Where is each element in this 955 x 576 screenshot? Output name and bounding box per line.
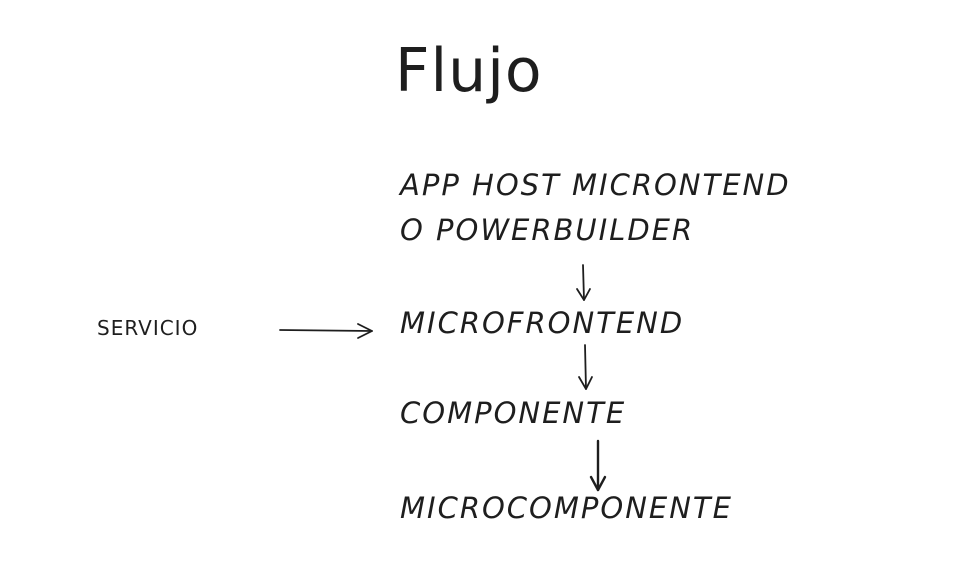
arrow-componente-to-microcomponente xyxy=(589,439,607,492)
node-microcomponente: MICROCOMPONENTE xyxy=(400,491,733,525)
arrow-servicio-to-microfrontend xyxy=(279,323,373,339)
diagram-title: Flujo xyxy=(395,36,543,106)
node-servicio: SERVICIO xyxy=(97,316,199,340)
arrow-microfrontend-to-componente xyxy=(578,344,593,390)
node-app-host-line1: APP HOST MICRONTEND xyxy=(400,168,791,202)
node-componente: COMPONENTE xyxy=(400,396,627,430)
node-app-host-line2: O POWERBUILDER xyxy=(400,213,695,247)
arrow-host-to-microfrontend xyxy=(576,264,591,301)
node-microfrontend: MICROFRONTEND xyxy=(400,306,685,340)
